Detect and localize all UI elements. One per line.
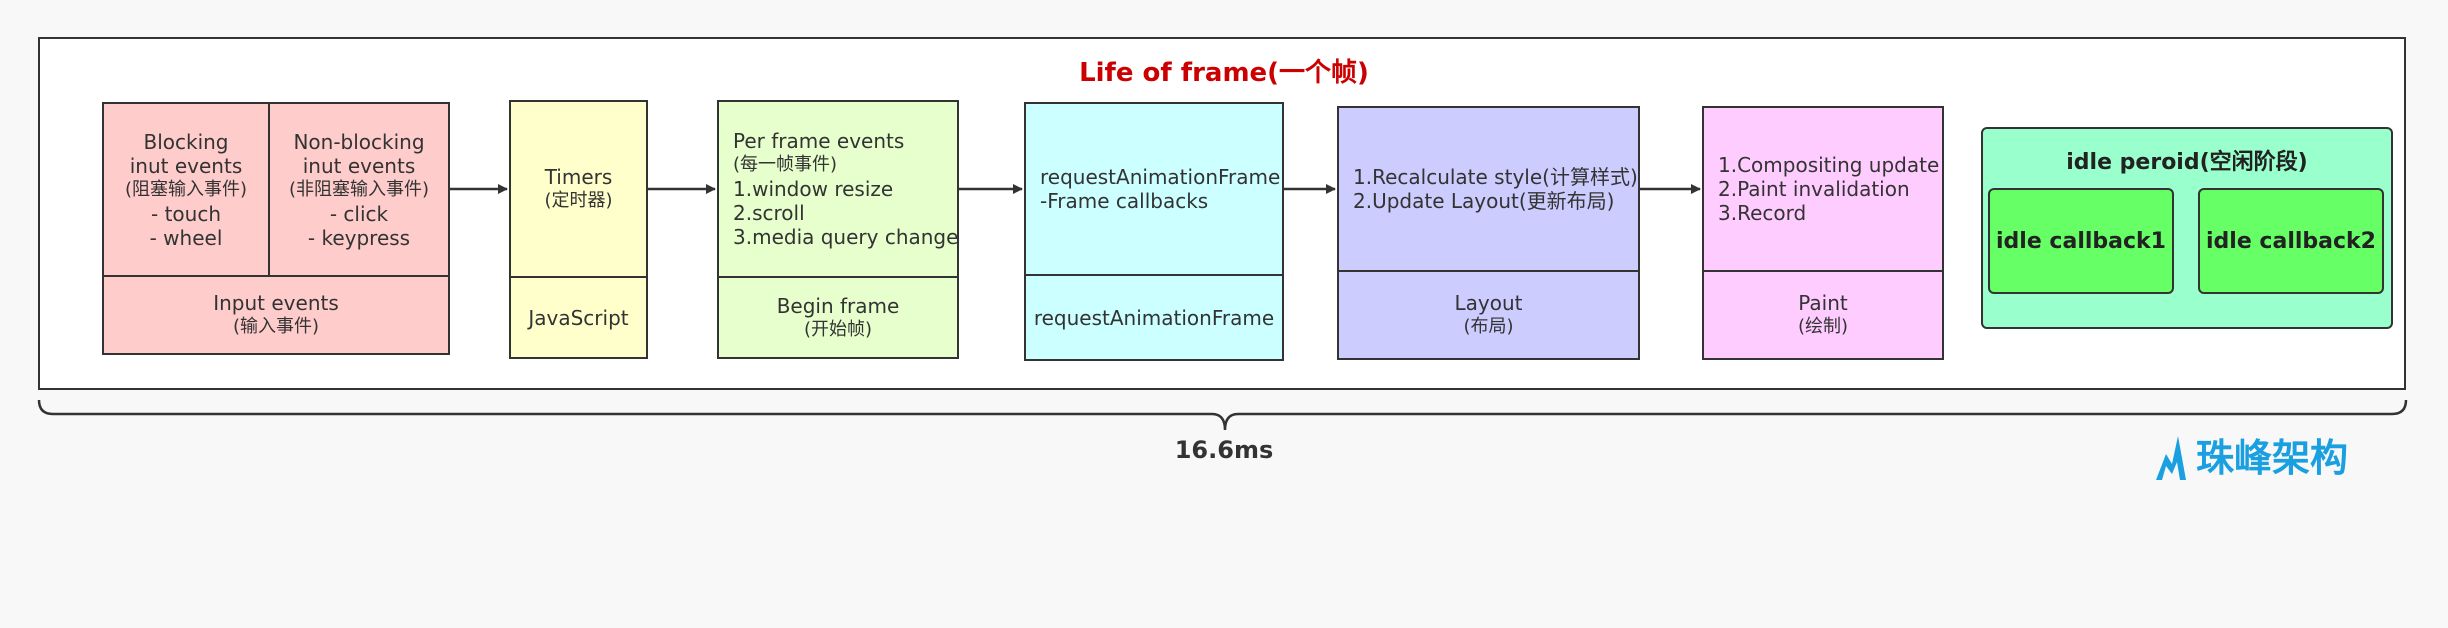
timers-label: Timers: [544, 165, 613, 189]
paint-steps-cell: 1.Compositing update 2.Paint invalidatio…: [1704, 108, 1942, 270]
paint-step-invalidation: 2.Paint invalidation: [1718, 177, 1910, 201]
javascript-stage: Timers (定时器) JavaScript: [509, 100, 648, 359]
zhufeng-logo: 珠峰架构: [2156, 436, 2348, 480]
paint-step-compositing: 1.Compositing update: [1718, 153, 1940, 177]
nonblocking-title-line2: inut events: [302, 153, 416, 178]
input-events-label-cn: (输入事件): [232, 316, 320, 337]
blocking-item-wheel: - wheel: [149, 225, 223, 250]
per-frame-events-cn: (每一帧事件): [733, 154, 838, 175]
layout-label-cn: (布局): [1463, 316, 1514, 337]
input-events-stage: Blocking inut events (阻塞输入事件) - touch - …: [102, 102, 450, 355]
input-divider: [104, 275, 448, 277]
per-frame-events-cell: Per frame events (每一帧事件) 1.window resize…: [719, 102, 959, 276]
layout-divider: [1339, 270, 1638, 272]
begin-frame-divider: [719, 276, 957, 278]
blocking-item-touch: - touch: [151, 201, 221, 226]
nonblocking-item-click: - click: [329, 201, 389, 226]
per-frame-events-title: Per frame events: [733, 129, 905, 153]
blocking-note: (阻塞输入事件): [124, 178, 248, 200]
paint-label-cn: (绘制): [1797, 316, 1849, 337]
idle-callback-2: idle callback2: [2198, 188, 2384, 294]
idle-callback-1: idle callback1: [1988, 188, 2174, 294]
paint-label-cell: Paint (绘制): [1704, 272, 1942, 358]
blocking-title-line2: inut events: [129, 153, 243, 178]
mountain-icon: [2156, 436, 2186, 480]
raf-stage: requestAnimationFrame -Frame callbacks r…: [1024, 102, 1284, 361]
diagram-title: Life of frame(一个帧): [1079, 58, 1369, 88]
paint-stage: 1.Compositing update 2.Paint invalidatio…: [1702, 106, 1944, 360]
raf-label: requestAnimationFrame: [1033, 305, 1275, 330]
frame-duration-label: 16.6ms: [1174, 436, 1274, 464]
layout-label-cell: Layout (布局): [1339, 272, 1638, 358]
blocking-title-line1: Blocking: [143, 129, 229, 154]
input-events-label-cell: Input events (输入事件): [104, 277, 448, 353]
layout-steps-cell: 1.Recalculate style(计算样式) 2.Update Layou…: [1339, 108, 1638, 270]
timers-label-cn: (定时器): [544, 190, 613, 211]
paint-divider: [1704, 270, 1942, 272]
begin-frame-label-cell: Begin frame (开始帧): [719, 278, 957, 357]
javascript-label-cell: JavaScript: [511, 278, 646, 357]
event-window-resize: 1.window resize: [733, 177, 894, 201]
raf-callbacks-line2: -Frame callbacks: [1040, 189, 1209, 213]
idle-period-stage: idle peroid(空闲阶段) idle callback1 idle ca…: [1981, 127, 2393, 329]
layout-step-update-layout: 2.Update Layout(更新布局): [1353, 189, 1615, 213]
event-scroll: 2.scroll: [733, 201, 805, 225]
logo-text: 珠峰架构: [2196, 436, 2348, 480]
paint-label: Paint: [1798, 291, 1848, 315]
layout-stage: 1.Recalculate style(计算样式) 2.Update Layou…: [1337, 106, 1640, 360]
javascript-label: JavaScript: [528, 305, 629, 330]
begin-frame-label-cn: (开始帧): [803, 318, 873, 340]
event-media-query-change: 3.media query change: [733, 225, 959, 249]
layout-step-recalculate-style: 1.Recalculate style(计算样式): [1353, 165, 1638, 189]
layout-label: Layout: [1454, 291, 1523, 315]
idle-period-title: idle peroid(空闲阶段): [2066, 150, 2308, 175]
input-events-label: Input events: [213, 291, 339, 315]
nonblocking-item-keypress: - keypress: [307, 225, 411, 250]
raf-divider: [1026, 274, 1282, 276]
nonblocking-input-cell: Non-blocking inut events (非阻塞输入事件) - cli…: [270, 104, 448, 275]
begin-frame-stage: Per frame events (每一帧事件) 1.window resize…: [717, 100, 959, 359]
begin-frame-label: Begin frame: [776, 293, 900, 318]
javascript-divider: [511, 276, 646, 278]
raf-callbacks-cell: requestAnimationFrame -Frame callbacks: [1026, 104, 1282, 274]
nonblocking-note: (非阻塞输入事件): [288, 178, 430, 200]
raf-callbacks-line1: requestAnimationFrame: [1040, 165, 1281, 189]
raf-label-cell: requestAnimationFrame: [1026, 276, 1282, 359]
nonblocking-title-line1: Non-blocking: [293, 129, 425, 154]
duration-brace: [37, 399, 2408, 431]
input-divider-vertical: [268, 104, 270, 275]
blocking-input-cell: Blocking inut events (阻塞输入事件) - touch - …: [104, 104, 268, 275]
paint-step-record: 3.Record: [1718, 201, 1807, 225]
timers-cell: Timers (定时器): [511, 102, 646, 276]
